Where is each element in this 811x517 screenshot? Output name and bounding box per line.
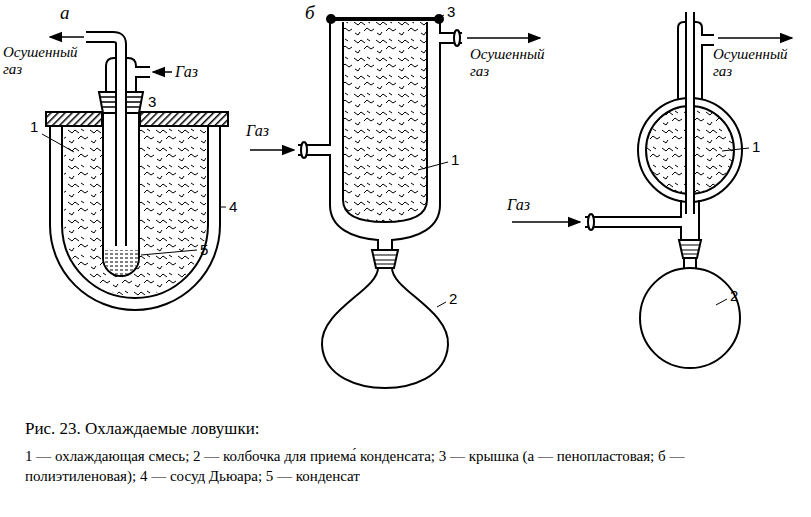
gas-inlet-label: Газ bbox=[175, 63, 215, 81]
inlet-tube-bore bbox=[134, 68, 151, 76]
figure-caption: Рис. 23. Охлаждаемые ловушки: bbox=[25, 419, 795, 439]
gas-outlet-label: Осушенный газ bbox=[713, 46, 795, 81]
callout-number: 1 bbox=[30, 118, 44, 135]
inner-tube bbox=[86, 37, 121, 246]
joint-grind bbox=[680, 245, 700, 254]
inner-tube-bore bbox=[85, 37, 121, 247]
leader-line bbox=[716, 299, 727, 305]
outlet-tube-bore bbox=[700, 36, 715, 44]
callout-number: 5 bbox=[200, 241, 214, 258]
inlet-tube bbox=[585, 216, 682, 228]
leader-line bbox=[722, 148, 749, 151]
inner-vessel-wall bbox=[343, 22, 427, 222]
callout-number: 4 bbox=[229, 198, 243, 215]
gas-inlet-label: Газ bbox=[507, 196, 547, 214]
figure-letter: б bbox=[305, 2, 325, 24]
ground-joint bbox=[372, 250, 398, 268]
gas-inlet-label: Газ bbox=[246, 122, 286, 140]
inlet-arrow bbox=[512, 221, 580, 223]
tube-olive bbox=[301, 142, 307, 158]
tube-olive bbox=[588, 214, 594, 230]
inner-tube bbox=[685, 12, 695, 214]
gas-outlet-label: Осушенный газ bbox=[3, 44, 85, 79]
receiver-flask bbox=[640, 268, 740, 368]
leader-line bbox=[418, 162, 448, 170]
outlet-tube bbox=[701, 34, 714, 46]
lid-bead bbox=[327, 15, 335, 23]
trap-c bbox=[512, 11, 792, 368]
joint-grind bbox=[373, 255, 397, 264]
tube-olive bbox=[454, 30, 460, 46]
outlet-arrow bbox=[718, 37, 792, 39]
receiver-flask bbox=[322, 268, 448, 388]
callout-number: 2 bbox=[449, 290, 463, 307]
inlet-arrow bbox=[250, 149, 294, 151]
trap-a bbox=[42, 37, 228, 310]
outlet-arrow bbox=[50, 36, 84, 38]
outer-vessel bbox=[330, 22, 440, 250]
foam-lid bbox=[46, 112, 102, 126]
condensate bbox=[104, 250, 138, 275]
polyethylene-lid bbox=[332, 17, 438, 21]
lid-bead bbox=[435, 15, 443, 23]
outlet-arrow bbox=[467, 37, 540, 39]
foam-lid bbox=[140, 112, 228, 126]
inlet-tube bbox=[135, 66, 150, 78]
legend-note: 1 — охлаждающая смесь; 2 — колбочка для … bbox=[25, 446, 795, 487]
trap-b bbox=[250, 15, 540, 388]
inlet-tube-bore bbox=[584, 218, 683, 226]
callout-number: 2 bbox=[730, 287, 744, 304]
callout-number: 3 bbox=[447, 3, 461, 20]
leader-line bbox=[221, 207, 226, 208]
callout-number: 1 bbox=[752, 138, 766, 155]
inner-tube-bore bbox=[687, 11, 693, 215]
leader-line bbox=[437, 302, 446, 307]
leader-line bbox=[141, 250, 197, 255]
ground-joint bbox=[679, 240, 701, 258]
inlet-arrow bbox=[153, 71, 172, 73]
gas-outlet-label: Осушенный газ bbox=[470, 46, 552, 81]
leader-line bbox=[42, 134, 74, 152]
figure-letter: а bbox=[60, 2, 80, 24]
inner-vessel bbox=[343, 22, 427, 222]
leader-line bbox=[440, 15, 444, 17]
callout-number: 3 bbox=[148, 93, 162, 110]
callout-number: 1 bbox=[451, 151, 465, 168]
